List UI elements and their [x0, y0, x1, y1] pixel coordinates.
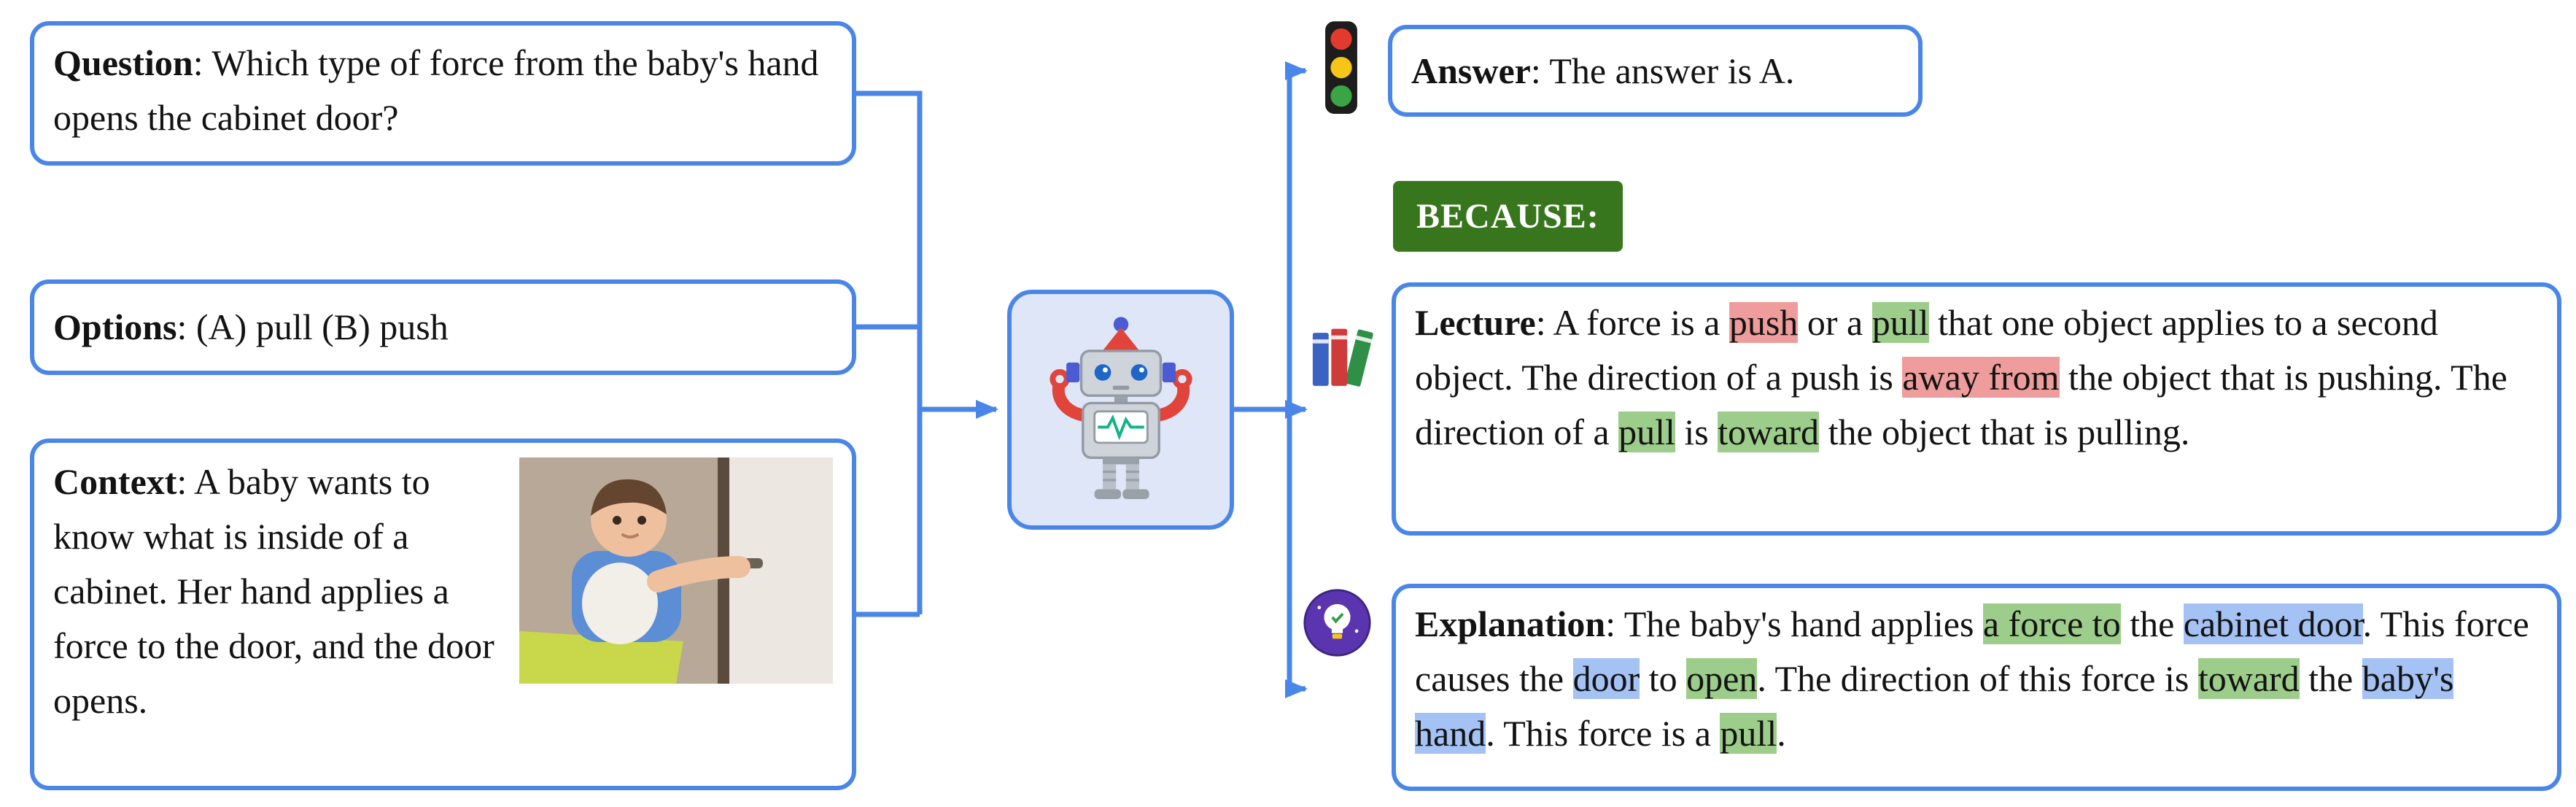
idea-lightbulb-icon	[1303, 588, 1372, 657]
field-label: Question	[53, 42, 193, 83]
options-text: Options: (A) pull (B) push	[53, 300, 449, 355]
robot-icon	[1049, 317, 1192, 500]
field-label: Lecture	[1415, 302, 1536, 343]
text-segment: : Which type of force from the baby's ha…	[53, 42, 819, 138]
highlighted-text: pull	[1720, 713, 1777, 754]
explanation-text: Explanation: The baby's hand applies a f…	[1415, 597, 2538, 761]
lecture-text: Lecture: A force is a push or a pull tha…	[1415, 296, 2538, 460]
text-segment: the object that is pushing. The directio…	[1415, 357, 2507, 452]
question-text: Question: Which type of force from the b…	[53, 36, 833, 145]
traffic-light-icon	[1313, 18, 1370, 120]
text-segment: is	[1675, 412, 1718, 452]
text-segment: . This force causes the	[1415, 603, 2529, 699]
highlighted-text: pull	[1618, 412, 1675, 452]
left-connector-lines	[856, 90, 923, 617]
answer-box: Answer: The answer is A.	[1388, 25, 1923, 117]
highlighted-text: cabinet door	[2183, 603, 2363, 644]
baby-photo	[519, 457, 833, 684]
field-label: Explanation	[1415, 603, 1606, 644]
text-segment: the	[2299, 658, 2362, 699]
context-box: Context: A baby wants to know what is in…	[30, 439, 856, 790]
highlighted-text: door	[1572, 658, 1640, 699]
text-segment: to	[1640, 658, 1687, 699]
lecture-box: Lecture: A force is a push or a pull tha…	[1392, 282, 2561, 536]
options-box: Options: (A) pull (B) push	[30, 279, 856, 375]
text-segment: .	[1777, 713, 1786, 754]
highlighted-text: a force to	[1982, 603, 2121, 644]
model-robot-box	[1007, 290, 1234, 530]
because-label: BECAUSE:	[1416, 197, 1599, 236]
highlighted-text: toward	[1718, 412, 1820, 452]
highlighted-text: open	[1686, 658, 1758, 699]
text-segment: : A baby wants to know what is inside of…	[53, 461, 494, 721]
text-segment: : The baby's hand applies	[1605, 603, 1983, 644]
text-segment: . The direction of this force is	[1757, 658, 2198, 699]
because-badge: BECAUSE:	[1393, 181, 1623, 252]
text-segment: : A force is a	[1535, 302, 1729, 343]
highlighted-text: pull	[1871, 302, 1929, 343]
explanation-box: Explanation: The baby's hand applies a f…	[1392, 584, 2561, 791]
text-segment: the object that is pulling.	[1819, 412, 2190, 452]
context-text: Context: A baby wants to know what is in…	[53, 455, 833, 728]
text-segment: or a	[1798, 302, 1872, 343]
answer-text: Answer: The answer is A.	[1411, 44, 1794, 99]
field-label: Options	[53, 306, 177, 347]
highlighted-text: push	[1729, 302, 1799, 343]
books-icon	[1305, 319, 1378, 392]
highlighted-text: toward	[2197, 658, 2300, 699]
right-connector-lines	[1233, 71, 1292, 689]
text-segment: . This force is a	[1486, 713, 1720, 754]
field-label: Answer	[1411, 50, 1531, 91]
highlighted-text: away from	[1902, 357, 2060, 398]
text-segment: that one object applies to a second obje…	[1415, 302, 2438, 398]
text-segment: : The answer is A.	[1530, 50, 1795, 91]
baby-opening-cabinet-photo	[519, 457, 833, 684]
field-label: Context	[53, 461, 177, 502]
text-segment: : (A) pull (B) push	[176, 306, 449, 347]
question-box: Question: Which type of force from the b…	[30, 21, 856, 166]
text-segment: the	[2120, 603, 2184, 644]
